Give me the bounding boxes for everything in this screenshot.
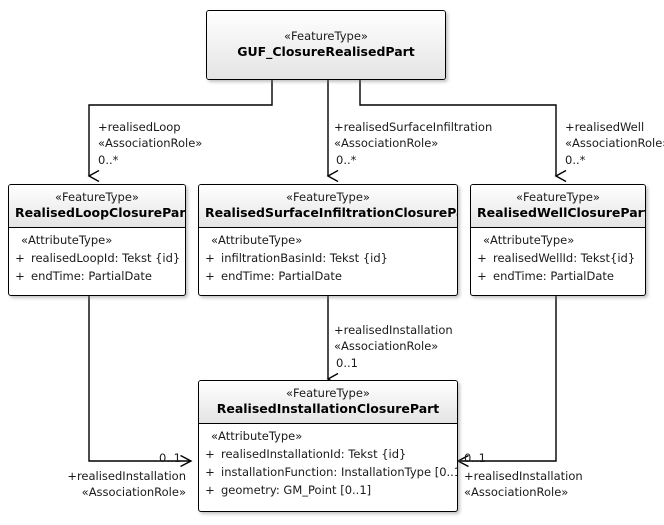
association-label-realised-well: +realisedWell «AssociationRole»	[565, 119, 664, 151]
attribute-row: + installationFunction: InstallationType…	[199, 463, 457, 481]
association-stereotype: «AssociationRole»	[565, 136, 664, 150]
attribute-text: geometry: GM_Point [0..1]	[221, 483, 372, 497]
association-multiplicity-realised-installation-right: 0..1	[464, 451, 486, 465]
class-header: «FeatureType» RealisedInstallationClosur…	[199, 381, 457, 424]
association-role-name: +realisedWell	[565, 120, 645, 134]
class-name: RealisedSurfaceInfiltrationClosurePart	[205, 205, 458, 220]
attribute-text: realisedInstallationId: Tekst {id}	[221, 447, 407, 461]
association-label-realised-installation-left: +realisedInstallation «AssociationRole»	[0, 468, 186, 500]
attribute-row: + realisedWellId: Tekst{id}	[471, 249, 645, 267]
association-label-realised-installation-center: +realisedInstallation «AssociationRole»	[334, 322, 453, 354]
association-multiplicity-realised-well: 0..*	[565, 153, 586, 167]
class-header: «FeatureType» GUF_ClosureRealisedPart	[207, 11, 445, 79]
attribute-row: + realisedInstallationId: Tekst {id}	[199, 445, 457, 463]
association-role-name: +realisedSurfaceInfiltration	[334, 120, 493, 134]
attribute-compartment-stereotype: «AttributeType»	[483, 233, 575, 247]
class-box-realised-well-closure-part[interactable]: «FeatureType» RealisedWellClosurePart «A…	[470, 184, 646, 296]
attribute-visibility: +	[205, 269, 215, 283]
association-label-realised-loop: +realisedLoop «AssociationRole»	[98, 119, 202, 151]
attribute-visibility: +	[205, 483, 215, 497]
attribute-row: + infiltrationBasinId: Tekst {id}	[199, 249, 457, 267]
attribute-visibility: +	[205, 447, 215, 461]
association-multiplicity-realised-installation-left: 0..1	[159, 451, 181, 465]
class-stereotype: «FeatureType»	[284, 29, 368, 43]
class-box-realised-surface-infiltration-closure-part[interactable]: «FeatureType» RealisedSurfaceInfiltratio…	[198, 184, 458, 296]
attribute-row: + geometry: GM_Point [0..1]	[199, 481, 457, 499]
class-name: RealisedInstallationClosurePart	[216, 401, 440, 416]
class-header: «FeatureType» RealisedWellClosurePart	[471, 185, 645, 228]
attribute-row: + endTime: PartialDate	[199, 267, 457, 285]
class-stereotype: «FeatureType»	[286, 386, 370, 400]
class-header: «FeatureType» RealisedLoopClosurePart	[9, 185, 185, 228]
class-header: «FeatureType» RealisedSurfaceInfiltratio…	[199, 185, 457, 228]
attribute-visibility: +	[477, 251, 487, 265]
attribute-compartment-stereotype: «AttributeType»	[21, 233, 113, 247]
class-box-realised-loop-closure-part[interactable]: «FeatureType» RealisedLoopClosurePart «A…	[8, 184, 186, 296]
attribute-visibility: +	[477, 269, 487, 283]
attribute-text: installationFunction: InstallationType […	[221, 465, 458, 479]
association-stereotype: «AssociationRole»	[334, 339, 439, 353]
attribute-visibility: +	[15, 251, 25, 265]
association-multiplicity-realised-loop: 0..*	[98, 153, 119, 167]
class-stereotype: «FeatureType»	[55, 190, 139, 204]
attribute-compartment-stereotype: «AttributeType»	[211, 429, 303, 443]
attribute-compartment: «AttributeType» + realisedInstallationId…	[199, 424, 457, 505]
attribute-text: realisedWellId: Tekst{id}	[493, 251, 636, 265]
class-name: GUF_ClosureRealisedPart	[237, 44, 415, 59]
attribute-text: endTime: PartialDate	[31, 269, 152, 283]
attribute-compartment: «AttributeType» + realisedLoopId: Tekst …	[9, 228, 185, 291]
class-stereotype: «FeatureType»	[286, 190, 370, 204]
attribute-visibility: +	[205, 465, 215, 479]
association-stereotype: «AssociationRole»	[464, 485, 569, 499]
class-box-guf-closure-realised-part[interactable]: «FeatureType» GUF_ClosureRealisedPart	[206, 10, 446, 80]
attribute-text: realisedLoopId: Tekst {id}	[31, 251, 181, 265]
attribute-visibility: +	[205, 251, 215, 265]
class-name: RealisedLoopClosurePart	[15, 205, 186, 220]
class-box-realised-installation-closure-part[interactable]: «FeatureType» RealisedInstallationClosur…	[198, 380, 458, 512]
association-role-name: +realisedInstallation	[464, 469, 583, 483]
association-role-name: +realisedInstallation	[67, 469, 186, 483]
attribute-text: infiltrationBasinId: Tekst {id}	[221, 251, 388, 265]
association-label-realised-surface-infiltration: +realisedSurfaceInfiltration «Associatio…	[334, 119, 492, 151]
association-stereotype: «AssociationRole»	[334, 136, 439, 150]
association-multiplicity-realised-surface-infiltration: 0..*	[336, 153, 357, 167]
association-multiplicity-realised-installation-center: 0..1	[336, 356, 358, 370]
association-stereotype: «AssociationRole»	[81, 485, 186, 499]
attribute-text: endTime: PartialDate	[221, 269, 342, 283]
attribute-text: endTime: PartialDate	[493, 269, 614, 283]
class-stereotype: «FeatureType»	[516, 190, 600, 204]
attribute-compartment: «AttributeType» + infiltrationBasinId: T…	[199, 228, 457, 291]
attribute-compartment-stereotype: «AttributeType»	[211, 233, 303, 247]
association-label-realised-installation-right: +realisedInstallation «AssociationRole»	[464, 468, 583, 500]
attribute-compartment: «AttributeType» + realisedWellId: Tekst{…	[471, 228, 645, 291]
class-name: RealisedWellClosurePart	[477, 205, 646, 220]
attribute-row: + endTime: PartialDate	[9, 267, 185, 285]
association-stereotype: «AssociationRole»	[98, 136, 203, 150]
association-role-name: +realisedLoop	[98, 120, 181, 134]
association-role-name: +realisedInstallation	[334, 323, 453, 337]
attribute-row: + realisedLoopId: Tekst {id}	[9, 249, 185, 267]
attribute-row: + endTime: PartialDate	[471, 267, 645, 285]
attribute-visibility: +	[15, 269, 25, 283]
